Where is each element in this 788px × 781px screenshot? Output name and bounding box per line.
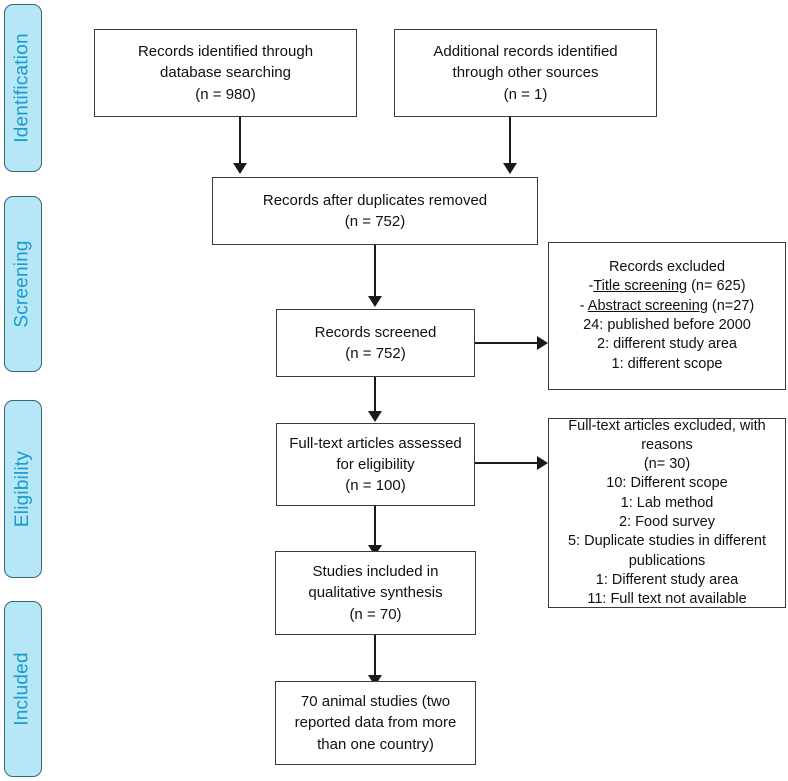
records-screened-line-1: Records screened bbox=[314, 323, 437, 341]
records-screened-count: (n = 752) bbox=[345, 345, 406, 362]
connector-fulltext-to-excluded bbox=[475, 462, 538, 464]
box-fulltext-articles-excluded: Full-text articles excluded, with reason… bbox=[548, 418, 786, 608]
fulltext-excluded-reason-5: 1: Different study area bbox=[595, 571, 739, 588]
connector-fulltext-to-studies-included bbox=[374, 506, 376, 547]
records-excluded-title-screening-prefix: - bbox=[588, 278, 594, 295]
stage-band-identification: Identification bbox=[4, 4, 42, 172]
records-excluded-title-screening-label: Title screening bbox=[593, 278, 688, 295]
records-excluded-abstract-screening-count: (n=27) bbox=[707, 297, 755, 314]
arrowhead-screened-to-excluded bbox=[537, 336, 548, 350]
animal-studies-line-1: 70 animal studies (two bbox=[300, 693, 451, 711]
fulltext-excluded-reason-1: 10: Different scope bbox=[606, 475, 728, 492]
records-excluded-title-screening-count: (n= 625) bbox=[687, 278, 746, 295]
connector-database-to-duplicates bbox=[239, 117, 241, 165]
records-database-count: (n = 980) bbox=[195, 85, 256, 103]
fulltext-excluded-reason-4a: 5: Duplicate studies in different bbox=[567, 533, 766, 550]
records-excluded-abstract-screening: - Abstract screening (n=27) bbox=[580, 297, 755, 316]
records-excluded-title-screening: -Title screening (n= 625) bbox=[588, 277, 745, 296]
arrowhead-database-to-duplicates bbox=[233, 163, 247, 174]
records-other-count: (n = 1) bbox=[503, 85, 548, 103]
box-records-excluded: Records excluded -Title screening (n= 62… bbox=[548, 242, 786, 390]
arrowhead-other-to-duplicates bbox=[503, 163, 517, 174]
records-other-line-2: through other sources bbox=[452, 64, 599, 82]
records-excluded-reason-3: 1: different scope bbox=[611, 355, 723, 372]
records-excluded-reason-1: 24: published before 2000 bbox=[583, 317, 751, 333]
arrowhead-screened-to-fulltext bbox=[368, 411, 382, 422]
arrowhead-duplicates-to-screened bbox=[368, 296, 382, 307]
records-database-line-1: Records identified through bbox=[137, 43, 314, 61]
duplicates-removed-line-1: Records after duplicates removed bbox=[262, 191, 488, 209]
fulltext-excluded-title-line-2: reasons bbox=[641, 436, 693, 453]
connector-other-to-duplicates bbox=[509, 117, 511, 165]
animal-studies-line-3: than one country) bbox=[317, 735, 434, 753]
arrowhead-fulltext-to-studies-included bbox=[368, 545, 382, 556]
duplicates-removed-count: (n = 752) bbox=[344, 213, 406, 230]
studies-included-line-2: qualitative synthesis bbox=[308, 584, 443, 602]
box-records-identified-database: Records identified through database sear… bbox=[94, 29, 357, 117]
arrowhead-fulltext-to-excluded bbox=[537, 456, 548, 470]
fulltext-excluded-reason-6: 11: Full text not available bbox=[587, 591, 747, 608]
records-other-line-1: Additional records identified bbox=[433, 43, 618, 61]
box-fulltext-articles-assessed: Full-text articles assessed for eligibil… bbox=[276, 423, 475, 506]
records-excluded-abstract-screening-label: Abstract screening bbox=[587, 297, 708, 314]
box-animal-studies: 70 animal studies (two reported data fro… bbox=[275, 681, 476, 765]
records-excluded-abstract-screening-prefix: - bbox=[579, 297, 588, 314]
connector-screened-to-fulltext bbox=[374, 377, 376, 413]
records-database-line-2: database searching bbox=[160, 64, 291, 82]
box-studies-included-qualitative: Studies included in qualitative synthesi… bbox=[275, 551, 476, 635]
stage-band-screening: Screening bbox=[4, 196, 42, 372]
fulltext-excluded-reason-2: 1: Lab method bbox=[620, 494, 714, 511]
records-excluded-reason-2: 2: different study area bbox=[597, 336, 737, 353]
fulltext-excluded-reason-3: 2: Food survey bbox=[619, 514, 715, 530]
box-additional-records-other-sources: Additional records identified through ot… bbox=[394, 29, 657, 117]
fulltext-assessed-line-1: Full-text articles assessed bbox=[289, 434, 462, 452]
studies-included-count: (n = 70) bbox=[349, 605, 402, 623]
stage-band-included: Included bbox=[4, 601, 42, 777]
arrowhead-studies-to-animal-studies bbox=[368, 675, 382, 686]
studies-included-line-1: Studies included in bbox=[312, 563, 439, 581]
records-excluded-title: Records excluded bbox=[608, 259, 726, 276]
fulltext-assessed-count: (n = 100) bbox=[345, 477, 406, 495]
connector-screened-to-excluded bbox=[475, 342, 538, 344]
fulltext-assessed-line-2: for eligibility bbox=[336, 455, 415, 473]
stage-label-screening: Screening bbox=[12, 240, 34, 328]
fulltext-excluded-count: (n= 30) bbox=[643, 456, 691, 473]
connector-studies-to-animal-studies bbox=[374, 635, 376, 677]
fulltext-excluded-title-line-1: Full-text articles excluded, with bbox=[568, 417, 766, 434]
stage-band-eligibility: Eligibility bbox=[4, 400, 42, 578]
stage-label-eligibility: Eligibility bbox=[12, 450, 33, 528]
fulltext-excluded-reason-4b: publications bbox=[628, 552, 706, 569]
stage-label-included: Included bbox=[12, 652, 33, 726]
box-records-screened: Records screened (n = 752) bbox=[276, 309, 475, 377]
stage-label-identification: Identification bbox=[12, 33, 34, 143]
box-records-after-duplicates-removed: Records after duplicates removed (n = 75… bbox=[212, 177, 538, 245]
animal-studies-line-2: reported data from more bbox=[294, 714, 457, 732]
connector-duplicates-to-screened bbox=[374, 245, 376, 298]
